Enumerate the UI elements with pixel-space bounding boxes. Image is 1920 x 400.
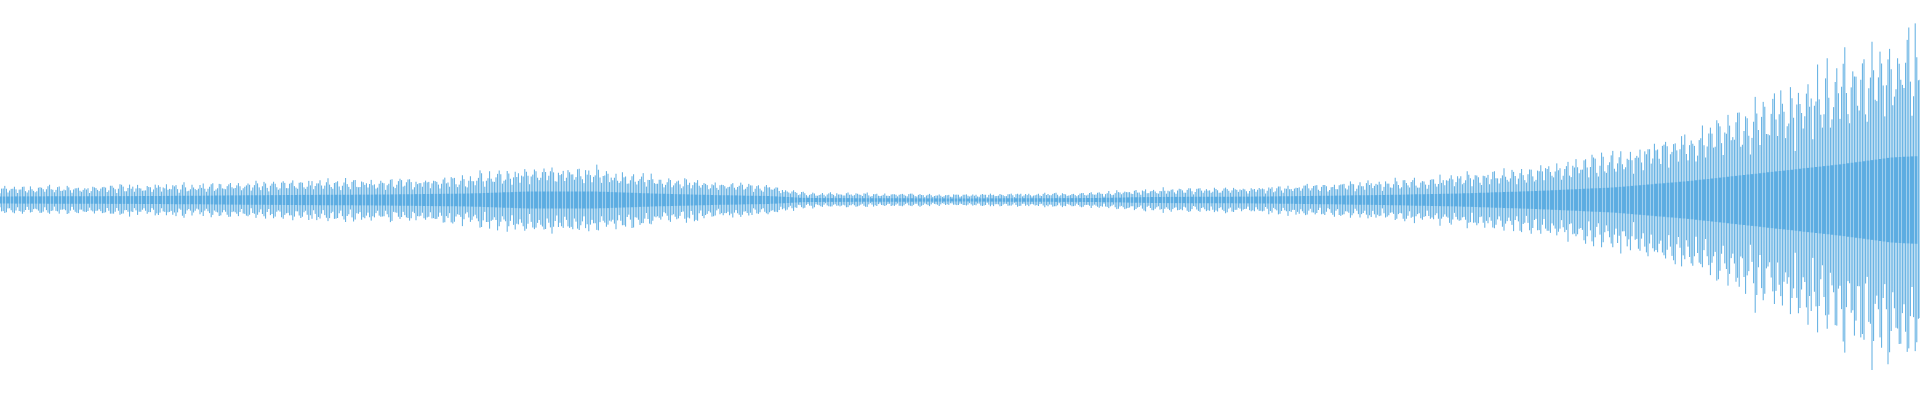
waveform-core xyxy=(0,156,1918,244)
waveform-lines xyxy=(0,23,1920,370)
